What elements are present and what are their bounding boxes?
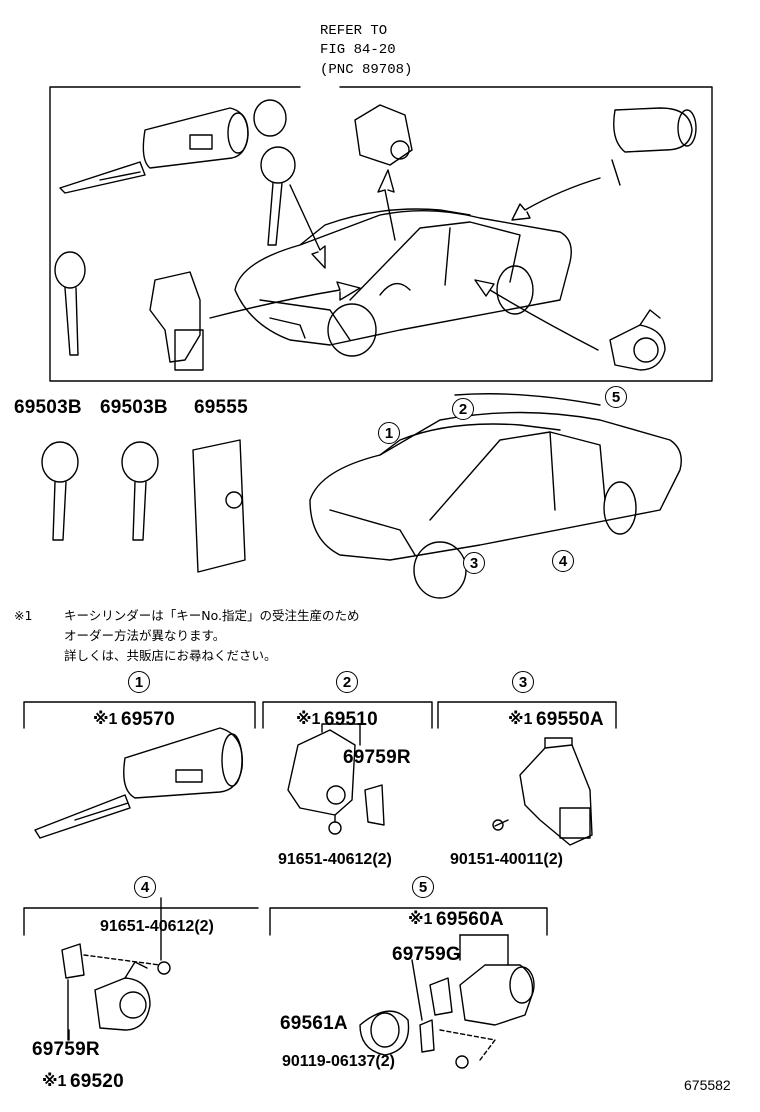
- section4-bolt-number: 91651-40612(2): [100, 918, 214, 935]
- section2-part-number: 69510: [324, 709, 378, 730]
- note-line1: キーシリンダーは「キーNo.指定」の受注生産のため: [64, 608, 360, 623]
- section3-number: 3: [512, 671, 534, 693]
- bottom-car-drawing: [309, 393, 682, 599]
- section2-mark: ※1: [296, 711, 321, 728]
- section5-frame: [269, 907, 548, 936]
- section4-frame: [23, 907, 259, 936]
- ignition-cylinder-drawing: [59, 107, 249, 194]
- section2-lock-drawing: [287, 723, 385, 835]
- section4-part-number: 69520: [70, 1071, 124, 1092]
- reference-frame: [49, 86, 713, 382]
- top-glovebox-lock-drawing: [354, 104, 413, 166]
- keys-row-drawing: [41, 439, 246, 573]
- key2-part-number: 69503B: [100, 397, 168, 418]
- note-line2: オーダー方法が異なります。: [64, 628, 226, 643]
- callout-4: 4: [552, 550, 574, 572]
- top-trunk-lock-drawing: [611, 107, 697, 186]
- section5-sub-part-number: 69759G: [392, 944, 461, 965]
- section1-mark: ※1: [93, 711, 118, 728]
- section5-number: 5: [412, 876, 434, 898]
- key1-part-number: 69503B: [14, 397, 82, 418]
- section1-number: 1: [128, 671, 150, 693]
- leader-s5-sub: [411, 959, 423, 1021]
- callout-2: 2: [452, 398, 474, 420]
- section5-mark: ※1: [408, 911, 433, 928]
- section1-cylinder-drawing: [34, 727, 244, 839]
- section2-number: 2: [336, 671, 358, 693]
- note-line3: 詳しくは、共販店にお尋ねください。: [64, 648, 277, 663]
- top-car-drawing: [234, 208, 572, 357]
- section5-lock-drawing: [359, 934, 535, 1069]
- section2-sub-part-number: 69759R: [343, 747, 411, 768]
- section3-lock-drawing: [492, 737, 593, 846]
- section3-frame: [437, 701, 617, 729]
- section3-part-number: 69550A: [536, 709, 604, 730]
- section5-bolt-number: 90119-06137(2): [282, 1053, 395, 1070]
- top-door-lock-drawing: [609, 309, 666, 371]
- refer-line1: REFER TO: [320, 23, 388, 39]
- section4-lock-drawing: [61, 943, 171, 1041]
- figure-code: 675582: [684, 1077, 731, 1093]
- top-keys-drawing: [54, 99, 296, 356]
- section1-frame: [23, 701, 256, 729]
- callout-3: 3: [463, 552, 485, 574]
- note-mark: ※1: [14, 608, 33, 623]
- section5-cap-part-number: 69561A: [280, 1013, 348, 1034]
- section2-bolt-number: 91651-40612(2): [278, 851, 392, 868]
- section3-mark: ※1: [508, 711, 533, 728]
- top-hood-lock-drawing: [149, 271, 204, 371]
- key-case-part-number: 69555: [194, 397, 248, 418]
- section2-frame: [262, 701, 433, 729]
- section4-number: 4: [134, 876, 156, 898]
- callout-5: 5: [605, 386, 627, 408]
- section1-part-number: 69570: [121, 709, 175, 730]
- section3-bolt-number: 90151-40011(2): [450, 851, 563, 868]
- section4-mark: ※1: [42, 1073, 67, 1090]
- refer-line2: FIG 84-20: [320, 42, 396, 58]
- section4-sub-part-number: 69759R: [32, 1039, 100, 1060]
- refer-line3: (PNC 89708): [320, 62, 413, 78]
- section5-part-number: 69560A: [436, 909, 504, 930]
- callout-1: 1: [378, 422, 400, 444]
- top-arrows: [209, 169, 601, 351]
